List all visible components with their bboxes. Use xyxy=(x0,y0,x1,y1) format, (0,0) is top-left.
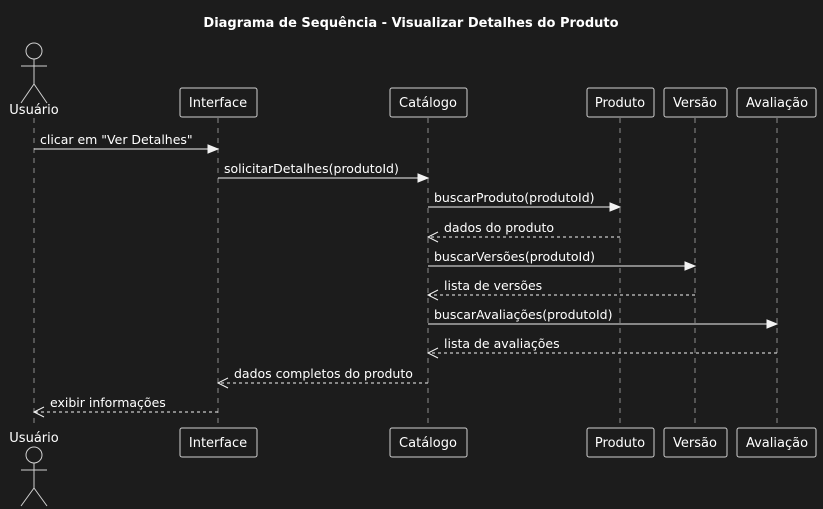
message-3: buscarProduto(produtoId) xyxy=(428,190,622,212)
actor-leg-left xyxy=(20,487,35,507)
actor-leg-right xyxy=(33,487,48,507)
participant-box xyxy=(179,427,258,458)
participant-avaliacao-top: Avaliação xyxy=(736,87,817,118)
message-label: clicar em "Ver Detalhes" xyxy=(40,132,193,147)
participant-label: Interface xyxy=(189,436,247,451)
participant-box xyxy=(736,87,817,118)
participant-label: Produto xyxy=(595,436,645,451)
participant-produto-bottom: Produto xyxy=(586,427,655,458)
message-label: solicitarDetalhes(produtoId) xyxy=(224,161,399,176)
arrowhead-open-icon xyxy=(426,289,439,301)
actor-head xyxy=(25,42,43,60)
participant-box xyxy=(179,87,258,118)
actor-head xyxy=(25,446,43,464)
message-label: dados do produto xyxy=(444,220,554,235)
message-7: buscarAvaliações(produtoId) xyxy=(428,307,779,329)
diagram-title: Diagrama de Sequência - Visualizar Detal… xyxy=(203,16,618,31)
message-label: lista de avaliações xyxy=(444,336,560,351)
message-label: buscarVersões(produtoId) xyxy=(434,249,595,264)
participant-catalogo-top: Catálogo xyxy=(389,87,468,118)
participant-box xyxy=(663,87,728,118)
arrowhead-open-icon xyxy=(426,347,439,359)
message-8: lista de avaliações xyxy=(426,336,777,359)
participant-box xyxy=(389,427,468,458)
participant-interface-top: Interface xyxy=(179,87,258,118)
message-label: lista de versões xyxy=(444,278,542,293)
participant-box xyxy=(586,427,655,458)
message-5: buscarVersões(produtoId) xyxy=(428,249,697,271)
participant-versao-bottom: Versão xyxy=(663,427,728,458)
message-10: exibir informações xyxy=(32,395,218,418)
actor-leg-left xyxy=(20,83,35,104)
arrowhead-filled-icon xyxy=(207,144,220,154)
arrowhead-open-icon xyxy=(216,377,229,389)
participant-produto-top: Produto xyxy=(586,87,655,118)
actor-bottom: Usuário xyxy=(9,431,59,507)
participant-label: Catálogo xyxy=(399,96,457,111)
message-label: buscarAvaliações(produtoId) xyxy=(434,307,612,322)
participant-label: Catálogo xyxy=(399,436,457,451)
arrowhead-filled-icon xyxy=(684,261,697,271)
message-4: dados do produto xyxy=(426,220,620,243)
message-6: lista de versões xyxy=(426,278,695,301)
participant-label: Avaliação xyxy=(746,96,808,111)
actor-leg-right xyxy=(33,83,48,104)
actor-top: Usuário xyxy=(9,42,59,118)
participant-box xyxy=(663,427,728,458)
participant-box xyxy=(586,87,655,118)
message-label: dados completos do produto xyxy=(234,366,413,381)
participant-catalogo-bottom: Catálogo xyxy=(389,427,468,458)
participant-label: Interface xyxy=(189,96,247,111)
arrowhead-filled-icon xyxy=(609,202,622,212)
participant-box xyxy=(389,87,468,118)
message-label: buscarProduto(produtoId) xyxy=(434,190,595,205)
arrowhead-filled-icon xyxy=(417,173,430,183)
arrowhead-open-icon xyxy=(32,406,45,418)
participant-avaliacao-bottom: Avaliação xyxy=(736,427,817,458)
participant-label: Produto xyxy=(595,96,645,111)
participant-versao-top: Versão xyxy=(663,87,728,118)
participant-label: Avaliação xyxy=(746,436,808,451)
arrowhead-filled-icon xyxy=(766,319,779,329)
message-1: clicar em "Ver Detalhes" xyxy=(34,132,220,154)
message-2: solicitarDetalhes(produtoId) xyxy=(218,161,430,183)
arrowhead-open-icon xyxy=(426,231,439,243)
participant-interface-bottom: Interface xyxy=(179,427,258,458)
participant-label: Usuário xyxy=(9,431,58,446)
message-label: exibir informações xyxy=(50,395,166,410)
participant-label: Versão xyxy=(673,96,717,111)
participant-label: Usuário xyxy=(9,103,58,118)
message-9: dados completos do produto xyxy=(216,366,428,389)
participant-label: Versão xyxy=(673,436,717,451)
participant-box xyxy=(736,427,817,458)
